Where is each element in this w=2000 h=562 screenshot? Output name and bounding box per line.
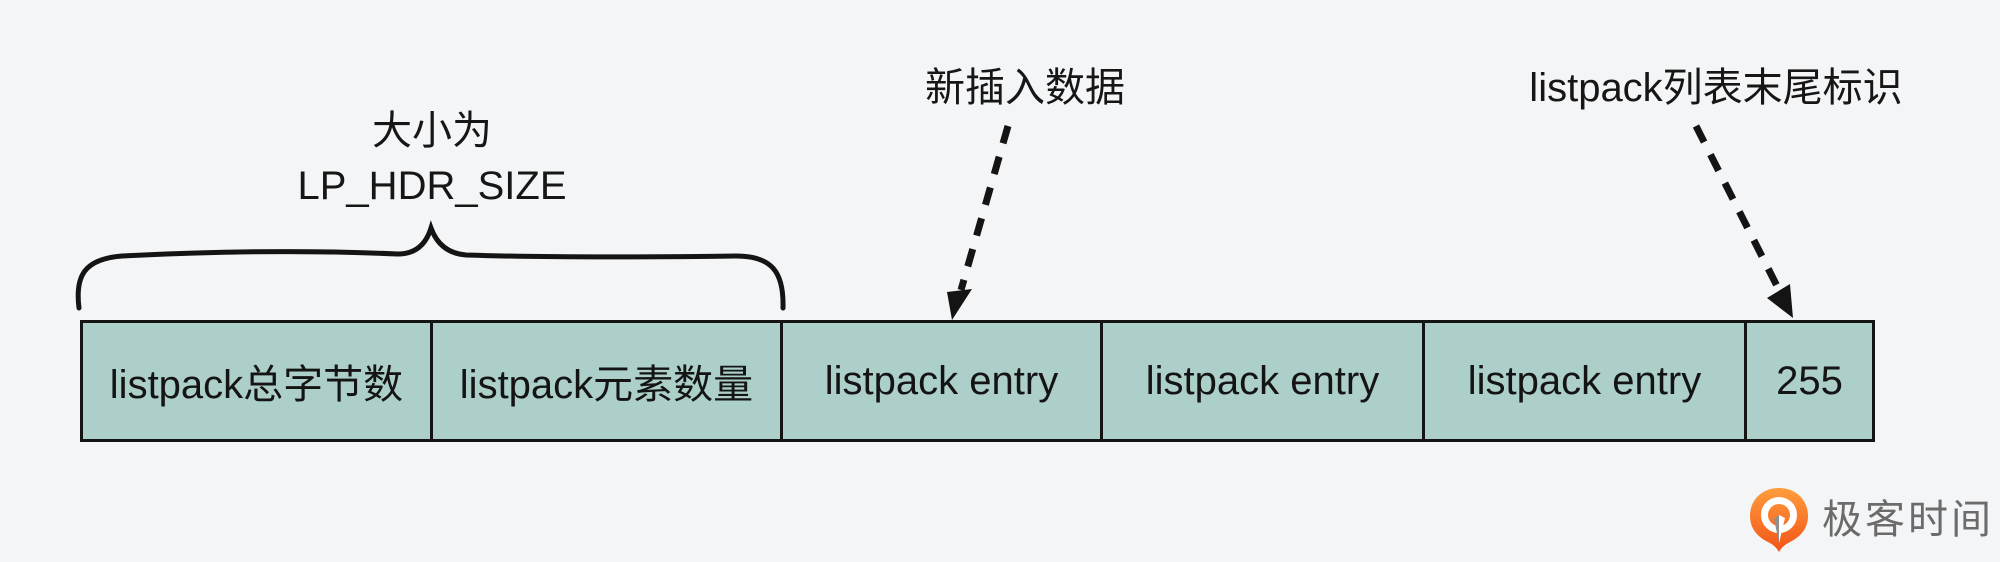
listpack-row: listpack总字节数 listpack元素数量 listpack entry…: [80, 320, 1875, 442]
geektime-logo-text: 极客时间: [1822, 498, 1994, 542]
brace-label-line2: LP_HDR_SIZE: [297, 164, 567, 208]
cell-total-bytes: listpack总字节数: [83, 323, 433, 439]
annotation-new-data: 新插入数据: [925, 66, 1125, 110]
cell-element-count: listpack元素数量: [433, 323, 783, 439]
geektime-pin-icon: [1750, 488, 1808, 552]
end-marker-arrow-head: [1767, 284, 1793, 318]
branding: 极客时间: [1746, 486, 1994, 554]
annotation-end-marker: listpack列表末尾标识: [1529, 66, 1903, 110]
new-data-arrow-head: [947, 289, 972, 320]
end-marker-arrow-line: [1692, 124, 1782, 290]
cell-entry-2: listpack entry: [1103, 323, 1425, 439]
new-data-arrow-line: [957, 125, 1012, 291]
brace-label-line1: 大小为: [371, 109, 492, 153]
cell-end-byte-255: 255: [1747, 323, 1872, 439]
brace-shape: [75, 220, 786, 311]
brace-label: 大小为 LP_HDR_SIZE: [298, 104, 567, 214]
cell-entry-1: listpack entry: [783, 323, 1103, 439]
cell-entry-3: listpack entry: [1425, 323, 1747, 439]
